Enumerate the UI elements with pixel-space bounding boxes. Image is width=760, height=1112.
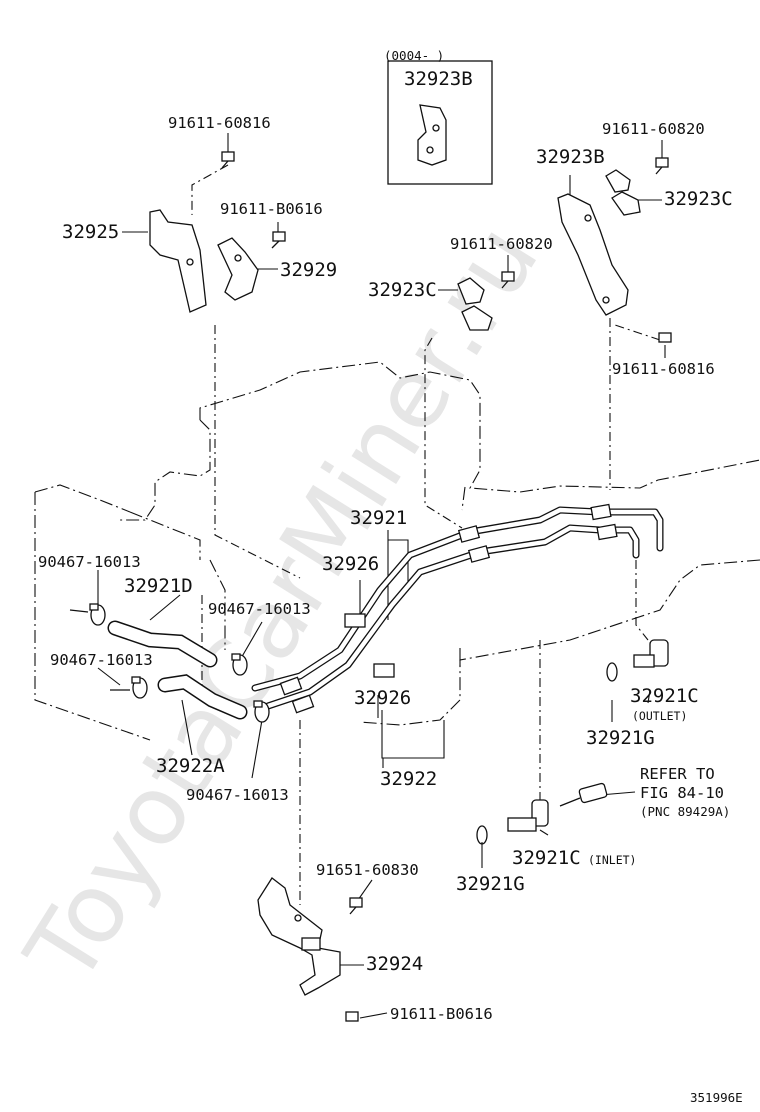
label-90467-16013-c: 90467-16013 — [50, 651, 153, 669]
bolt-91651-60830-icon — [349, 897, 363, 915]
hose-clamp-d-icon — [253, 700, 270, 723]
diagram-id: 351996E — [690, 1090, 743, 1105]
inset-frame — [387, 60, 493, 185]
hose-clamp-a-icon — [89, 603, 106, 626]
union-32921C-outlet-shape — [606, 639, 669, 682]
label-32921D: 32921D — [124, 575, 193, 597]
label-90467-16013-d: 90467-16013 — [186, 786, 289, 804]
gasket-32921G-right — [606, 662, 618, 682]
sleeve-32926-bottom — [373, 663, 395, 678]
label-32926-top: 32926 — [322, 553, 379, 575]
hoses — [69, 609, 248, 720]
label-32922: 32922 — [380, 768, 437, 790]
label-32923C-mid: 32923C — [368, 279, 437, 301]
leader-lines — [97, 133, 666, 1019]
bolt-91611-60816-right-icon — [658, 332, 672, 343]
vehicle-body-outline — [34, 361, 760, 741]
gasket-32921G-left — [476, 825, 488, 845]
label-32929: 32929 — [280, 259, 337, 281]
bolt-91611-B0616-top-icon — [271, 231, 286, 249]
label-91651-60830: 91651-60830 — [316, 861, 419, 879]
label-32922A: 32922A — [156, 755, 225, 777]
label-91611-60820-mid: 91611-60820 — [450, 235, 553, 253]
bracket-32924-shape — [257, 877, 341, 996]
label-32926-bottom: 32926 — [354, 687, 411, 709]
sensor-shape — [559, 782, 608, 807]
hose-clamp-c-icon — [131, 676, 148, 699]
label-32921: 32921 — [350, 507, 407, 529]
label-91611-60820-right: 91611-60820 — [602, 120, 705, 138]
label-32923C-right: 32923C — [664, 188, 733, 210]
label-91611-B0616-top: 91611-B0616 — [220, 200, 323, 218]
label-32921G-right: 32921G — [586, 727, 655, 749]
label-refer-line2: FIG 84-10 — [640, 784, 724, 802]
label-91611-B0616-bottom: 91611-B0616 — [390, 1005, 493, 1023]
cooler-pipes — [251, 503, 664, 714]
inset-box — [387, 60, 493, 185]
label-outlet-note: (OUTLET) — [632, 709, 687, 723]
bolt-91611-60816-top-icon — [221, 151, 235, 169]
label-32924: 32924 — [366, 953, 423, 975]
bracket-32925-shape — [149, 209, 207, 313]
bolt-91611-60820-mid-icon — [501, 271, 515, 289]
label-90467-16013-a: 90467-16013 — [38, 553, 141, 571]
label-91611-60816-right: 91611-60816 — [612, 360, 715, 378]
label-32923B: 32923B — [536, 146, 605, 168]
bracket-32923B-shape — [557, 193, 629, 316]
clamp-32923C-mid-shape — [457, 277, 493, 331]
label-refer-line3: (PNC 89429A) — [640, 804, 730, 819]
union-32921C-inlet-shape — [476, 799, 549, 845]
bolt-91611-60820-right-icon — [655, 157, 669, 175]
sleeve-32926-top — [344, 613, 366, 628]
label-32921C-inlet: 32921C — [512, 847, 581, 869]
bracket-32929-shape — [217, 237, 259, 301]
bolts — [221, 151, 672, 1022]
hose-clamps — [89, 603, 270, 723]
label-32925: 32925 — [62, 221, 119, 243]
inset-part-32923B: 32923B — [404, 68, 473, 90]
label-32921G-left: 32921G — [456, 873, 525, 895]
label-91611-60816-top: 91611-60816 — [168, 114, 271, 132]
label-32921C-outlet: 32921C — [630, 685, 699, 707]
hose-clamp-b-icon — [231, 653, 248, 676]
inset-bracket-shape — [417, 104, 447, 166]
label-refer-line1: REFER TO — [640, 765, 715, 783]
clamp-32923C-right-shape — [605, 169, 641, 216]
label-inlet-note: (INLET) — [588, 853, 636, 867]
inset-range: (0004- ) — [384, 48, 444, 63]
label-90467-16013-b: 90467-16013 — [208, 600, 311, 618]
bolt-91611-B0616-bottom-icon — [345, 1011, 359, 1022]
